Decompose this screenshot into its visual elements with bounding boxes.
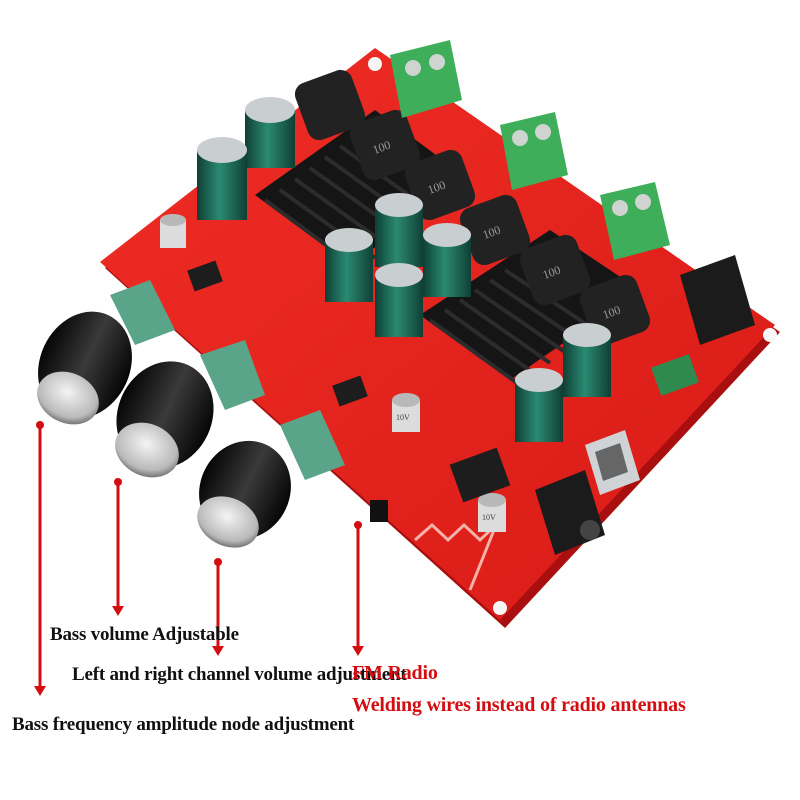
- inductor-icon: 100: [459, 194, 531, 266]
- capacitor-icon: [160, 214, 186, 248]
- svg-text:100: 100: [601, 303, 623, 322]
- welding-wires-label: Welding wires instead of radio antennas: [352, 694, 686, 716]
- capacitor-icon: [245, 97, 295, 168]
- capacitor-icon: [515, 368, 563, 442]
- dc-jack-icon: [680, 255, 755, 345]
- arrow-line-icon: [38, 428, 360, 688]
- potentiometers: [110, 280, 345, 480]
- terminal-block-icon: [500, 112, 568, 190]
- svg-text:100: 100: [426, 178, 448, 197]
- inductors: 100 100 100 100 100: [294, 69, 651, 346]
- bass-volume-label: Bass volume Adjustable: [50, 624, 239, 645]
- capacitor-icon: 10V: [392, 393, 420, 432]
- knob-icon[interactable]: [183, 426, 307, 558]
- capacitor-icon: [375, 263, 423, 337]
- capacitor-icon: [375, 193, 423, 267]
- svg-text:100: 100: [481, 223, 503, 242]
- terminal-block-icon: [600, 182, 670, 260]
- svg-text:100: 100: [371, 138, 393, 157]
- inductor-icon: 100: [519, 234, 591, 306]
- svg-text:10V: 10V: [396, 413, 410, 422]
- usb-port-icon: [585, 430, 640, 495]
- inductor-icon: 100: [349, 109, 421, 181]
- capacitor-icon: [197, 137, 247, 220]
- fm-radio-label: FM Radio: [352, 662, 438, 684]
- capacitors: 10V 10V: [160, 97, 611, 532]
- knob-icon[interactable]: [21, 296, 149, 434]
- arrow-heads: [34, 421, 364, 696]
- ic-chips: [187, 260, 699, 522]
- capacitor-icon: 10V: [478, 493, 506, 532]
- svg-text:100: 100: [541, 263, 563, 282]
- knob-icon[interactable]: [99, 345, 231, 487]
- capacitor-icon: [325, 228, 373, 302]
- capacitor-icon: [563, 323, 611, 397]
- lr-volume-label: Left and right channel volume adjustment: [72, 664, 407, 685]
- capacitor-icon: [423, 223, 471, 297]
- audio-jack-icon: [535, 470, 605, 555]
- pcb-board: [100, 48, 780, 628]
- inductor-icon: [294, 69, 366, 141]
- terminal-block-icon: [390, 40, 462, 118]
- svg-text:10V: 10V: [482, 513, 496, 522]
- terminal-blocks: [390, 40, 670, 260]
- bass-frequency-label: Bass frequency amplitude node adjustment: [12, 714, 355, 735]
